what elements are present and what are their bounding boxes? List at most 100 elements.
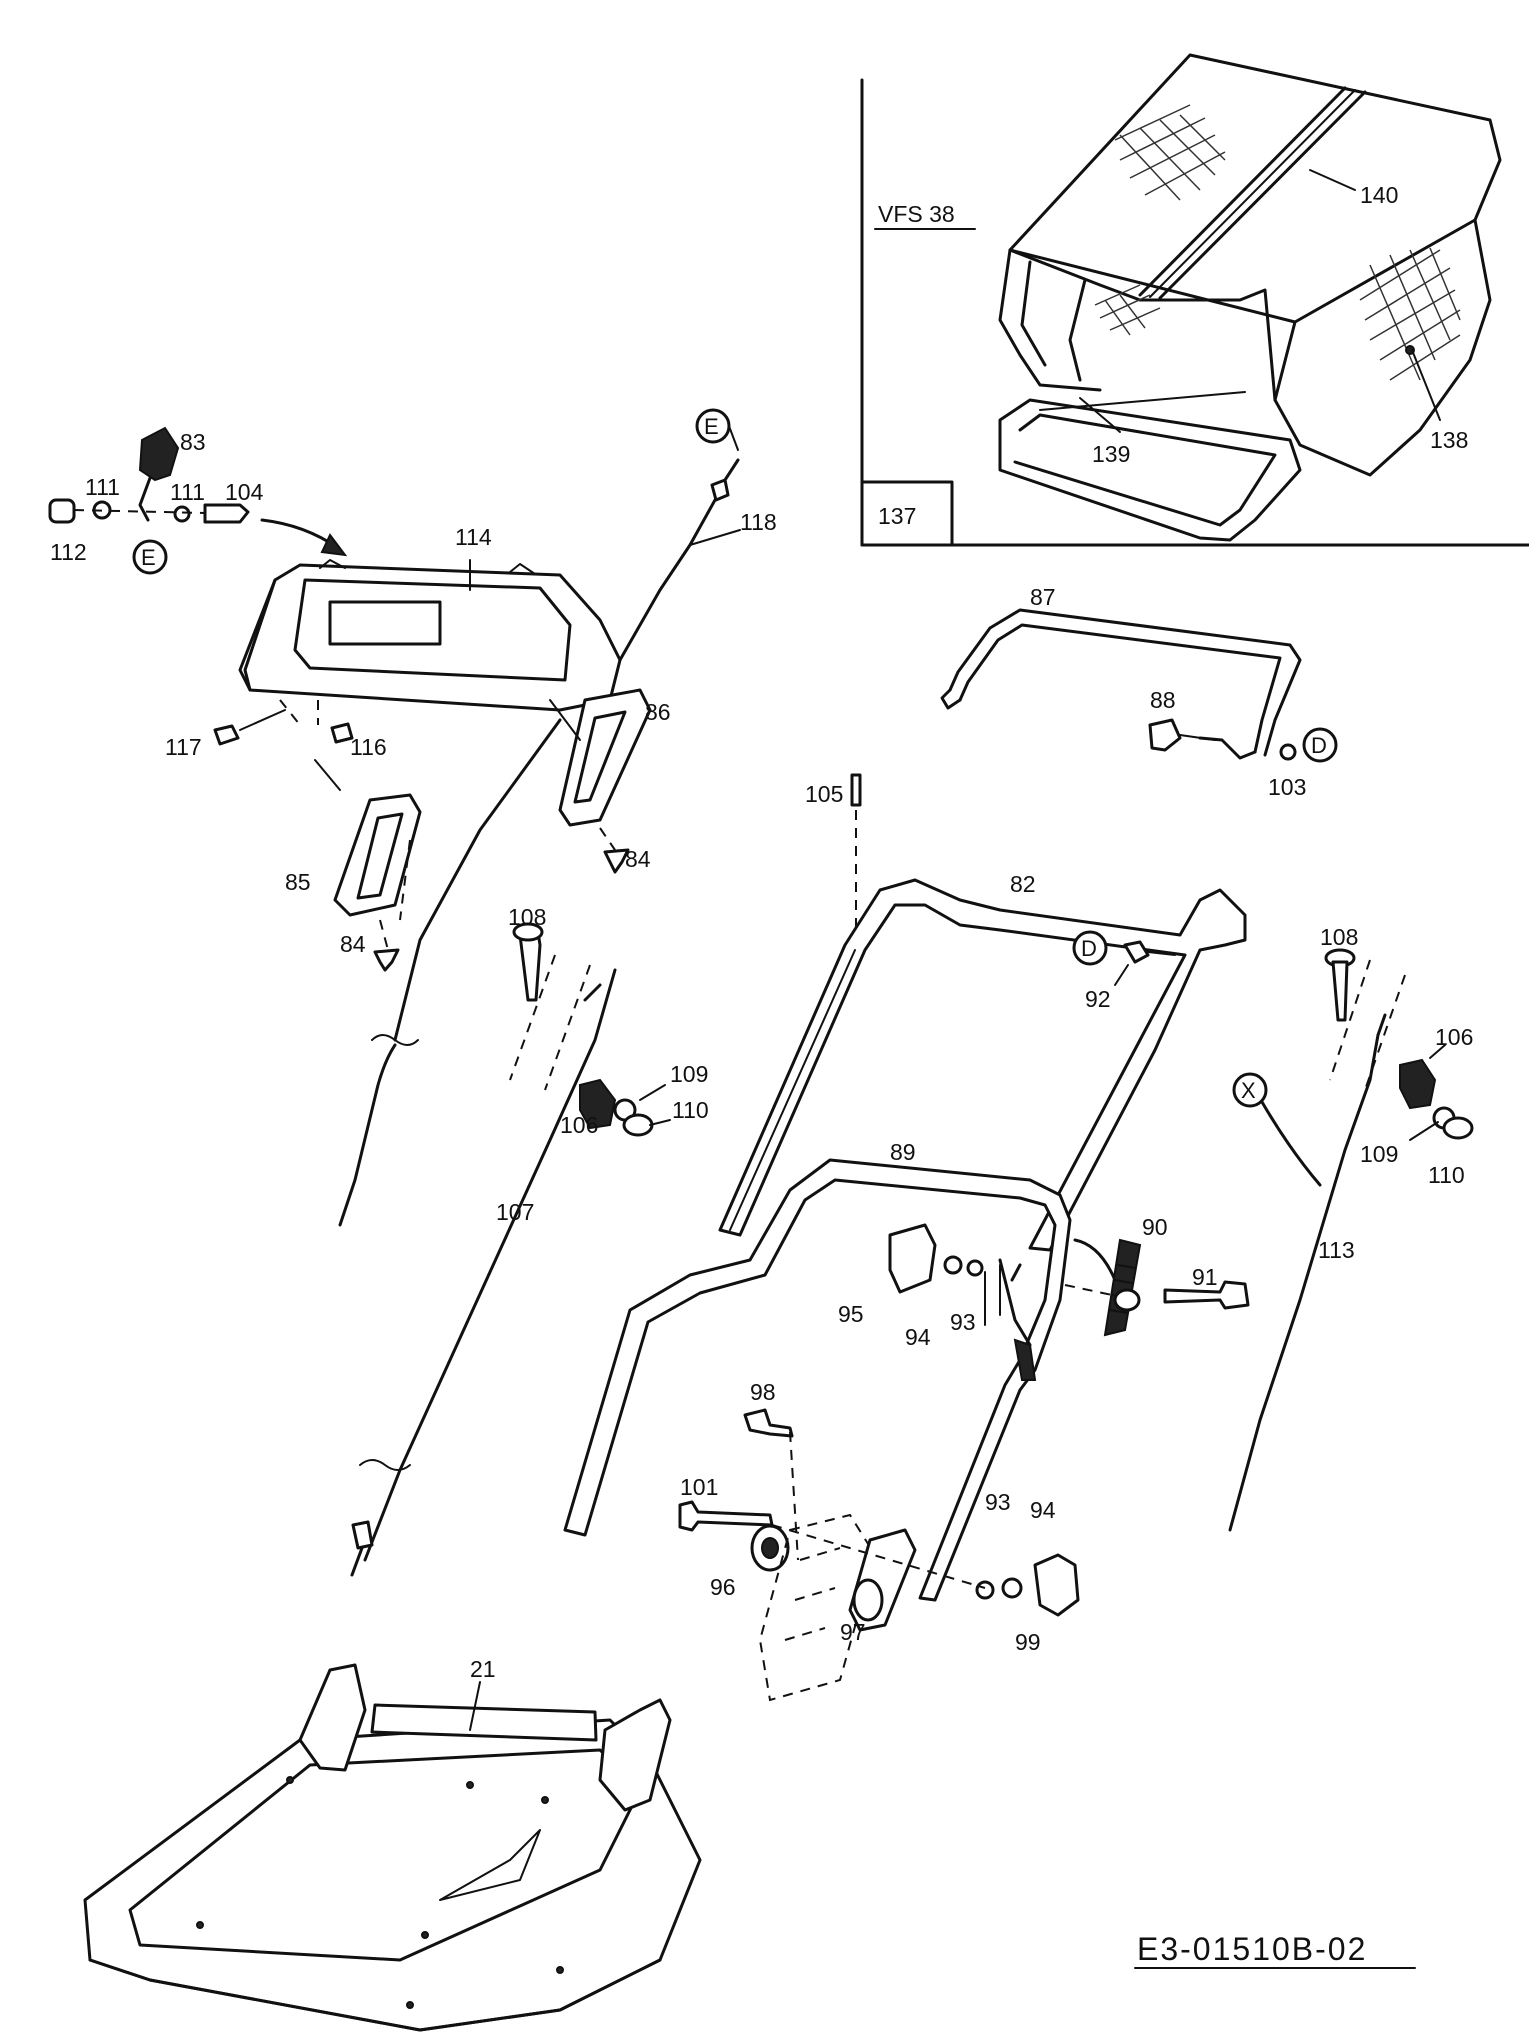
leader-106-right bbox=[1429, 1044, 1446, 1059]
deck-21-skirt bbox=[88, 1958, 662, 2032]
part-label-98: 98 bbox=[750, 1379, 776, 1405]
dash-85 bbox=[399, 839, 411, 921]
mower-deck bbox=[83, 1663, 702, 2032]
dash-98 bbox=[789, 1431, 799, 1561]
cable-break-1 bbox=[371, 1034, 419, 1046]
part-label-88: 88 bbox=[1150, 687, 1176, 713]
bracket-85 bbox=[333, 793, 422, 917]
clamp-106-left bbox=[579, 1078, 617, 1130]
star-knob-90 bbox=[1103, 1238, 1142, 1337]
part-label-89: 89 bbox=[890, 1139, 916, 1165]
part-label-95: 95 bbox=[838, 1301, 864, 1327]
part-label-112: 112 bbox=[50, 539, 87, 565]
bolt-92-stem bbox=[1147, 951, 1176, 956]
part-label-106-right: 106 bbox=[1435, 1024, 1473, 1050]
washer-93-lower bbox=[975, 1580, 995, 1600]
cable-107-clip bbox=[583, 983, 602, 1002]
screw-84-upper bbox=[603, 848, 630, 874]
deck-bracket-left bbox=[298, 1663, 367, 1772]
pulley-96-hub bbox=[761, 1537, 779, 1559]
star-knob-ridges bbox=[1109, 1264, 1136, 1314]
dashes-116-117 bbox=[279, 699, 319, 726]
switch-box-tabs bbox=[319, 559, 536, 575]
washer-111-right bbox=[173, 505, 191, 523]
catcher-bottom-tray bbox=[998, 398, 1302, 542]
catcher-frame-front-inner bbox=[1020, 260, 1047, 367]
catcher-tray-line bbox=[1039, 391, 1246, 411]
part-label-111-right: 111 bbox=[170, 479, 205, 505]
knob-88 bbox=[1148, 718, 1182, 752]
cable-113-tip bbox=[1376, 1013, 1387, 1037]
block-97-pivot bbox=[852, 1578, 884, 1622]
callout-x-leader bbox=[1260, 1100, 1322, 1187]
part-label-82: 82 bbox=[1010, 871, 1036, 897]
part-label-87: 87 bbox=[1030, 584, 1056, 610]
callout-e-right-leader bbox=[728, 425, 739, 451]
leader-117 bbox=[239, 709, 286, 731]
cable-clip-black bbox=[1013, 1338, 1037, 1381]
dash-91 bbox=[1064, 1284, 1113, 1296]
screw-84-lower bbox=[373, 948, 400, 972]
assembly-axis-83 bbox=[73, 509, 206, 514]
catcher-handle-rail-2 bbox=[1158, 90, 1367, 300]
part-label-105: 105 bbox=[805, 781, 843, 807]
dashed-frame-tab-inner bbox=[784, 1547, 841, 1641]
cable-107-end bbox=[351, 1520, 374, 1550]
bar-87 bbox=[948, 608, 1302, 757]
dashed-frame-tab bbox=[758, 1513, 877, 1702]
leader-139 bbox=[1079, 397, 1121, 433]
part-label-103: 103 bbox=[1268, 774, 1306, 800]
clip-117 bbox=[213, 724, 240, 746]
part-label-114: 114 bbox=[455, 524, 492, 550]
callout-x-text: X bbox=[1241, 1078, 1256, 1103]
part-label-83: 83 bbox=[180, 429, 206, 455]
drawing-code: E3-01510B-02 bbox=[1137, 1931, 1367, 1967]
clamp-106-right bbox=[1399, 1058, 1437, 1110]
bar-87-hook bbox=[1198, 736, 1257, 760]
leader-21 bbox=[469, 1681, 481, 1731]
bolt-91 bbox=[1163, 1280, 1250, 1310]
catcher-mesh-hatching bbox=[1094, 104, 1461, 381]
part-label-106-left: 106 bbox=[560, 1112, 598, 1138]
part-label-96: 96 bbox=[710, 1574, 736, 1600]
leader-109-right bbox=[1409, 1121, 1439, 1141]
deck-bracket-right bbox=[598, 1698, 672, 1812]
deck-21-top bbox=[128, 1748, 642, 1962]
catcher-side-edge bbox=[1273, 320, 1297, 402]
nut-94-upper bbox=[943, 1255, 963, 1275]
bar-87-inner bbox=[958, 623, 1282, 754]
inset-model-label: VFS 38 bbox=[878, 201, 955, 227]
clip-116 bbox=[330, 722, 354, 744]
inset-part-number: 137 bbox=[878, 503, 916, 529]
callout-d-lower-text: D bbox=[1081, 936, 1097, 961]
part-label-139: 139 bbox=[1092, 441, 1130, 467]
part-label-90: 90 bbox=[1142, 1214, 1168, 1240]
part-label-84-lower: 84 bbox=[340, 931, 366, 957]
nut-110-right bbox=[1442, 1116, 1474, 1140]
cable-107-tip bbox=[350, 1546, 364, 1577]
bar-87-end bbox=[940, 688, 962, 710]
part-labels: 83 111 111 104 112 114 118 86 117 116 85… bbox=[50, 429, 1473, 1682]
part-label-118: 118 bbox=[740, 509, 777, 535]
catcher-frame-mid bbox=[1068, 278, 1087, 382]
leader-140 bbox=[1309, 169, 1356, 191]
deck-chute bbox=[439, 1829, 541, 1901]
handle-89-brace bbox=[998, 1258, 1032, 1347]
bracket-86 bbox=[558, 688, 652, 827]
callout-d-upper bbox=[1302, 727, 1338, 763]
lever-83-arm bbox=[138, 476, 152, 522]
callout-e-left-text: E bbox=[141, 545, 156, 570]
bolt-92 bbox=[1123, 940, 1150, 964]
callout-e-left bbox=[132, 539, 168, 575]
knob-hub bbox=[1113, 1288, 1141, 1312]
bumper-99 bbox=[1033, 1553, 1080, 1617]
leader-109-left bbox=[639, 1084, 666, 1101]
part-label-108-right: 108 bbox=[1320, 924, 1358, 950]
bolt-108-left-head bbox=[512, 922, 544, 942]
leader-110-left bbox=[649, 1119, 671, 1126]
bolt-98 bbox=[743, 1408, 794, 1438]
callout-x bbox=[1232, 1072, 1268, 1108]
part-label-91: 91 bbox=[1192, 1264, 1218, 1290]
leader-118 bbox=[689, 529, 741, 546]
catcher-handle-rail-3 bbox=[1149, 89, 1356, 298]
